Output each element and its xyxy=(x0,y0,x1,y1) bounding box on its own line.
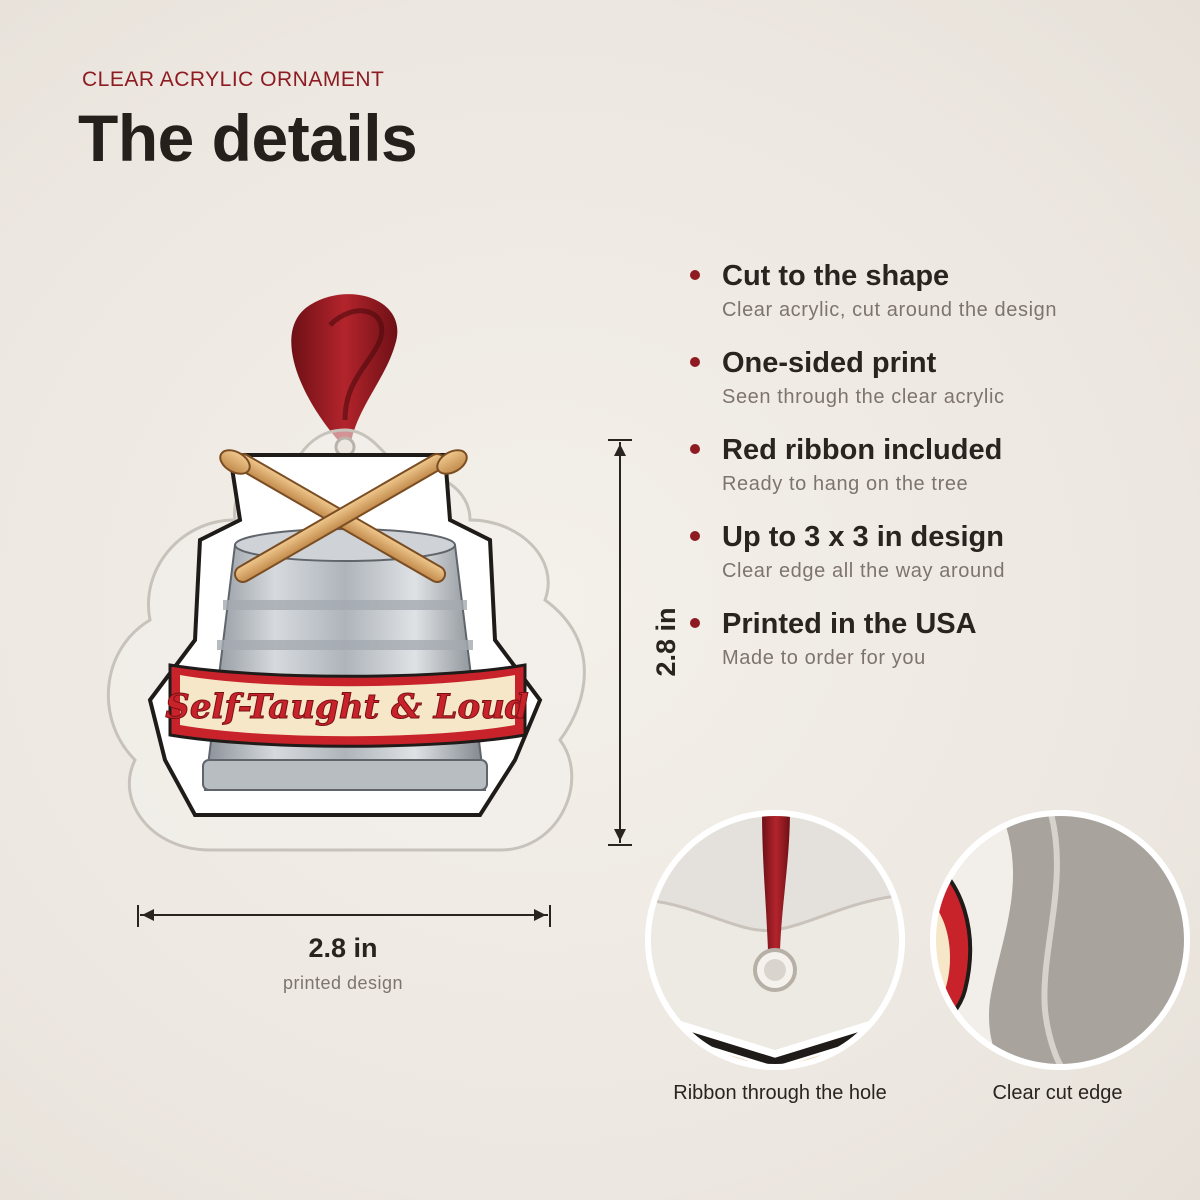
feature-subtitle: Seen through the clear acrylic xyxy=(722,386,1005,408)
bullet-dot-icon xyxy=(690,531,700,541)
feature-title: Up to 3 x 3 in design xyxy=(722,521,1004,553)
feature-item: Up to 3 x 3 in design Clear edge all the… xyxy=(690,519,1170,606)
feature-item: Red ribbon included Ready to hang on the… xyxy=(690,432,1170,519)
width-dimension-line xyxy=(137,905,551,927)
feature-subtitle: Clear edge all the way around xyxy=(722,560,1006,582)
feature-title: Printed in the USA xyxy=(722,608,977,640)
drumstick-tip-left xyxy=(219,449,251,475)
detail-caption-ribbon: Ribbon through the hole xyxy=(673,1082,887,1104)
feature-item: Printed in the USA Made to order for you xyxy=(690,606,1170,693)
ribbon-loop xyxy=(291,294,398,448)
drumsticks xyxy=(219,449,468,583)
width-dimension-sublabel: printed design xyxy=(282,973,404,993)
bullet-dot-icon xyxy=(690,618,700,628)
ribbon-strand xyxy=(762,815,790,950)
bullet-dot-icon xyxy=(690,270,700,280)
feature-subtitle: Made to order for you xyxy=(722,647,926,669)
bullet-dot-icon xyxy=(690,444,700,454)
bucket-rim-2 xyxy=(217,640,473,650)
detail-ribbon-hole xyxy=(645,810,905,1070)
feature-title: Cut to the shape xyxy=(722,260,950,292)
feature-item: Cut to the shape Clear acrylic, cut arou… xyxy=(690,258,1170,345)
feature-list: Cut to the shape Clear acrylic, cut arou… xyxy=(690,258,1170,693)
page-title: The details xyxy=(78,101,418,175)
bucket-rim-1 xyxy=(223,600,467,610)
ribbon-fold xyxy=(328,308,385,421)
feature-item: One-sided print Seen through the clear a… xyxy=(690,345,1170,432)
detail-caption-edge: Clear cut edge xyxy=(992,1082,1123,1104)
feature-title: One-sided print xyxy=(722,347,937,379)
banner-inner xyxy=(180,675,515,737)
feature-subtitle: Clear acrylic, cut around the design xyxy=(722,299,1058,321)
height-dimension-label: 2.8 in xyxy=(651,607,681,677)
feature-title: Red ribbon included xyxy=(722,434,1003,466)
detail-clear-edge xyxy=(930,810,1190,1070)
height-dimension-line xyxy=(608,439,632,846)
drumstick-tip-right xyxy=(436,449,468,475)
banner-text: Self-Taught & Loud xyxy=(165,687,529,727)
bullet-dot-icon xyxy=(690,357,700,367)
width-dimension-label: 2.8 in xyxy=(308,933,378,963)
bucket-base xyxy=(202,759,488,791)
eyebrow-label: CLEAR ACRYLIC ORNAMENT xyxy=(82,68,385,91)
feature-subtitle: Ready to hang on the tree xyxy=(722,473,969,495)
